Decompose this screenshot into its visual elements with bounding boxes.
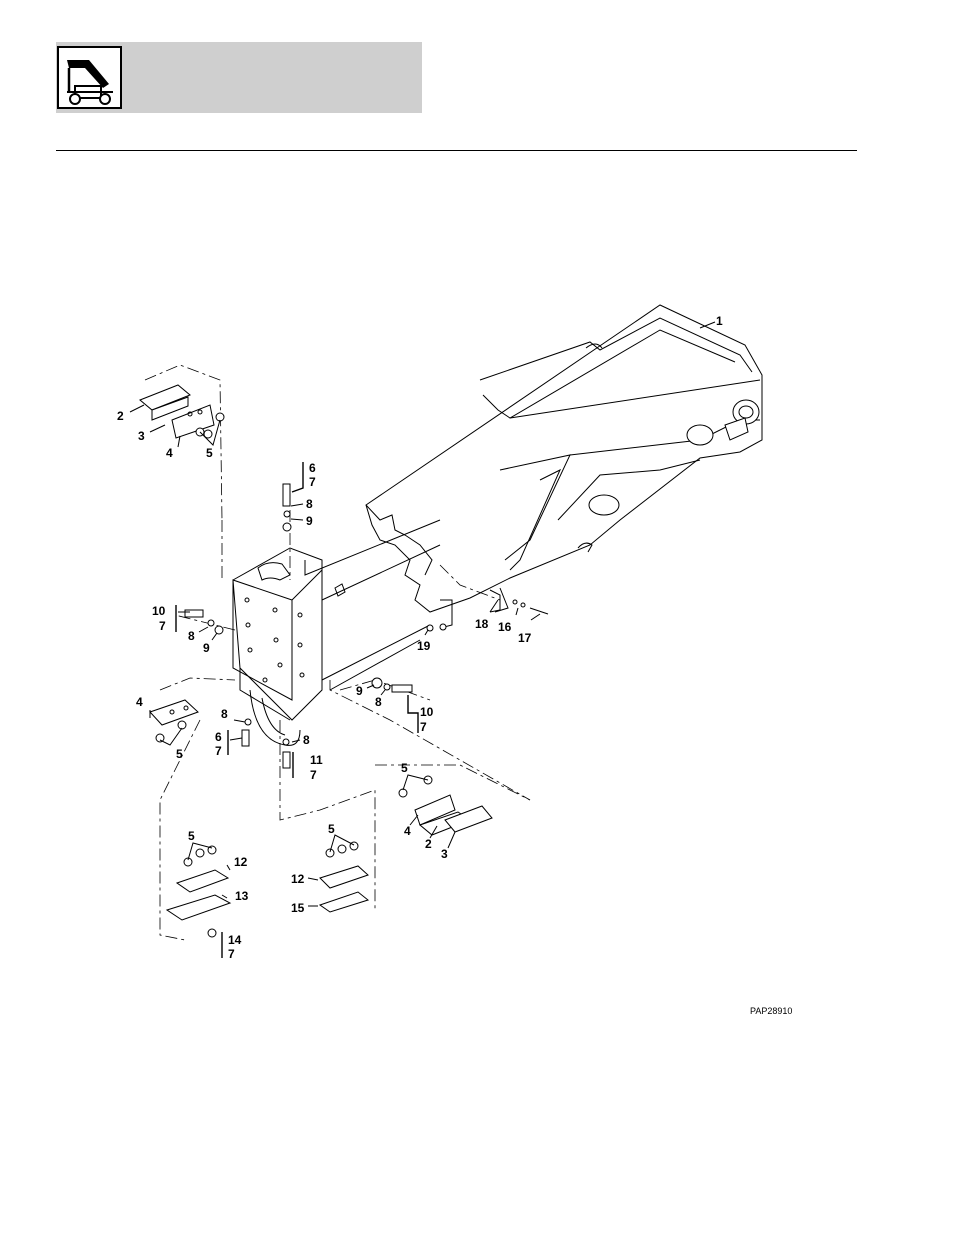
callout-15: 15 — [291, 901, 305, 915]
callout-7: 7 — [215, 744, 222, 758]
callout-12: 12 — [234, 855, 248, 869]
callout-2: 2 — [117, 409, 124, 423]
callout-5: 5 — [206, 446, 213, 460]
callout-7: 7 — [159, 619, 166, 633]
callout-3: 3 — [138, 429, 145, 443]
callout-6: 6 — [215, 730, 222, 744]
callout-4: 4 — [166, 446, 173, 460]
callout-12: 12 — [291, 872, 305, 886]
callout-16: 16 — [498, 620, 512, 634]
callout-7: 7 — [310, 768, 317, 782]
callout-2: 2 — [425, 837, 432, 851]
callout-5: 5 — [328, 822, 335, 836]
figure-code: PAP28910 — [750, 1006, 792, 1016]
callout-11: 11 — [310, 753, 323, 767]
callout-10: 10 — [420, 705, 434, 719]
callout-17: 17 — [518, 631, 532, 645]
callout-6: 6 — [309, 461, 316, 475]
callout-10: 10 — [152, 604, 166, 618]
callout-13: 13 — [235, 889, 249, 903]
callout-8: 8 — [303, 733, 310, 747]
callout-9: 9 — [306, 514, 313, 528]
callout-7: 7 — [420, 720, 427, 734]
callout-3: 3 — [441, 847, 448, 861]
callout-18: 18 — [475, 617, 489, 631]
callout-8: 8 — [306, 497, 313, 511]
callout-5: 5 — [188, 829, 195, 843]
callout-7: 7 — [228, 947, 235, 961]
callout-9: 9 — [203, 641, 210, 655]
callout-9: 9 — [356, 684, 363, 698]
callout-8: 8 — [375, 695, 382, 709]
callout-8: 8 — [188, 629, 195, 643]
callout-5: 5 — [176, 747, 183, 761]
callout-4: 4 — [404, 824, 411, 838]
callout-5: 5 — [401, 761, 408, 775]
callout-14: 14 — [228, 933, 242, 947]
callout-1: 1 — [716, 314, 723, 328]
callout-19: 19 — [417, 639, 431, 653]
callout-4: 4 — [136, 695, 143, 709]
callout-8: 8 — [221, 707, 228, 721]
callout-7: 7 — [309, 475, 316, 489]
